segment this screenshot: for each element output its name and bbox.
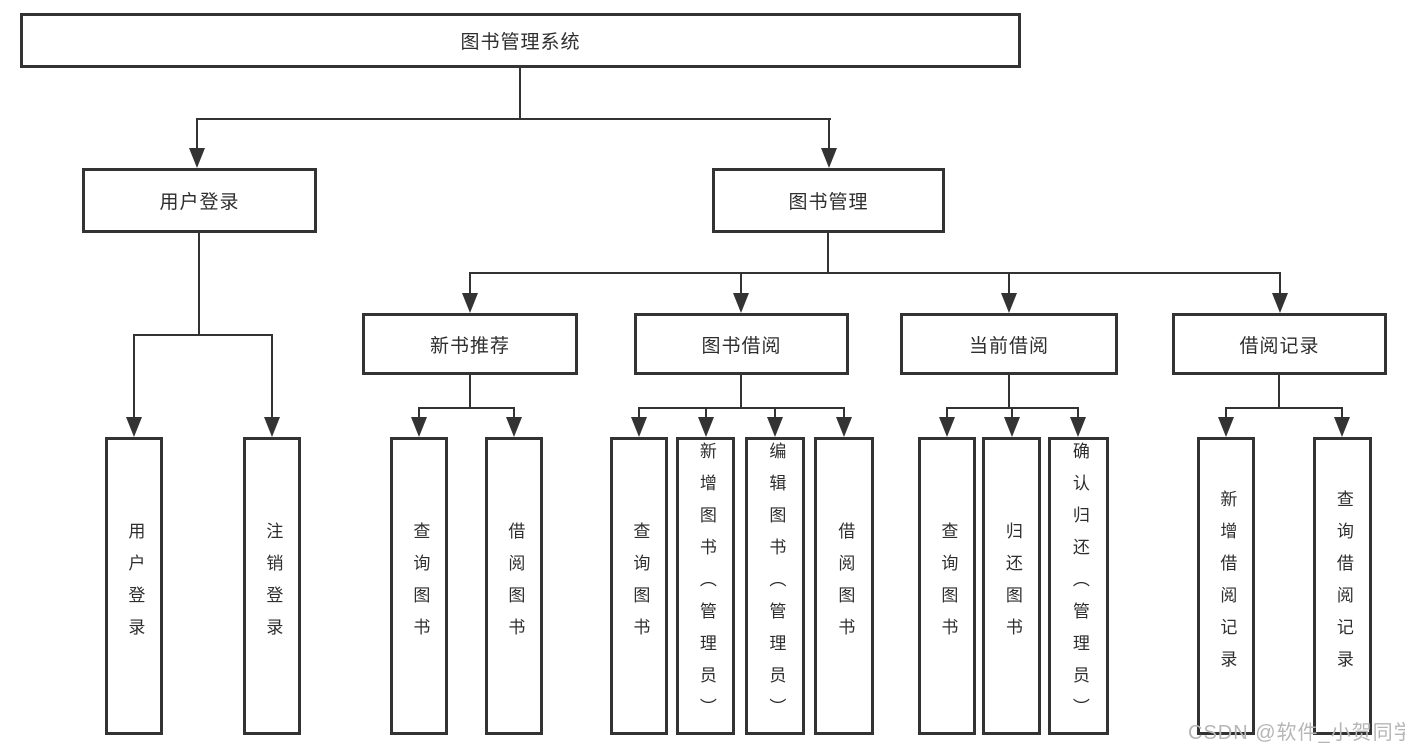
connector-root-stem	[519, 68, 521, 120]
node-leaf-query-books-1: 查询图书	[390, 437, 448, 735]
connector-stem	[638, 407, 640, 419]
node-label: 查询图书	[938, 522, 958, 650]
node-label: 用户登录	[159, 192, 240, 213]
node-label: 借阅图书	[835, 522, 855, 650]
node-label: 新书推荐	[429, 335, 510, 357]
node-label: 查询借阅记录	[1333, 490, 1353, 682]
node-leaf-query-borrow-record: 查询借阅记录	[1313, 437, 1372, 735]
node-label: 用户登录	[125, 522, 145, 650]
node-label: 图书借阅	[701, 335, 782, 357]
node-leaf-query-books-2: 查询图书	[610, 437, 668, 735]
connector-stem	[740, 375, 742, 409]
connector-stem	[1341, 407, 1343, 419]
node-library-management-system: 图书管理系统	[20, 13, 1021, 68]
node-label: 图书管理系统	[460, 32, 581, 53]
node-label: 确认归还（管理员）	[1069, 442, 1089, 730]
node-current-borrow: 当前借阅	[900, 313, 1118, 375]
node-label: 当前借阅	[968, 335, 1049, 357]
node-label: 编辑图书（管理员）	[766, 442, 786, 730]
arrowhead-down-icon	[462, 293, 478, 313]
node-label: 借阅记录	[1239, 335, 1320, 357]
arrowhead-down-icon	[631, 417, 647, 437]
arrowhead-down-icon	[189, 148, 205, 168]
connector-branch	[638, 407, 845, 409]
connector-stem	[469, 272, 471, 295]
connector-stem	[1008, 375, 1010, 409]
connector-stem	[1278, 375, 1280, 409]
node-label: 借阅图书	[505, 522, 525, 650]
node-leaf-confirm-return-admin: 确认归还（管理员）	[1048, 437, 1109, 735]
connector-user-login-branch	[133, 334, 273, 336]
node-label: 新增借阅记录	[1217, 490, 1237, 682]
arrowhead-down-icon	[698, 417, 714, 437]
node-leaf-user-login: 用户登录	[105, 437, 163, 735]
arrowhead-down-icon	[939, 417, 955, 437]
node-leaf-query-books-3: 查询图书	[918, 437, 976, 735]
node-leaf-add-books-admin: 新增图书（管理员）	[676, 437, 735, 735]
connector-stem	[418, 407, 420, 419]
arrowhead-down-icon	[821, 148, 837, 168]
node-leaf-logout: 注销登录	[243, 437, 301, 735]
connector-stem	[1008, 272, 1010, 295]
connector-branch	[1225, 407, 1343, 409]
arrowhead-down-icon	[733, 293, 749, 313]
arrowhead-down-icon	[264, 417, 280, 437]
connector-stem	[740, 272, 742, 295]
connector-stem	[946, 407, 948, 419]
node-label: 查询图书	[410, 522, 430, 650]
connector-stem	[513, 407, 515, 419]
arrowhead-down-icon	[506, 417, 522, 437]
connector-stem	[843, 407, 845, 419]
connector-branch	[418, 407, 515, 409]
connector-user-login-stem	[198, 233, 200, 336]
node-leaf-borrow-books-1: 借阅图书	[485, 437, 543, 735]
connector-stem	[1279, 272, 1281, 295]
connector-stem	[705, 407, 707, 419]
node-leaf-return-books: 归还图书	[982, 437, 1041, 735]
arrowhead-down-icon	[1004, 417, 1020, 437]
node-borrow-records: 借阅记录	[1172, 313, 1387, 375]
node-label: 新增图书（管理员）	[696, 442, 716, 730]
arrowhead-down-icon	[411, 417, 427, 437]
node-leaf-add-borrow-record: 新增借阅记录	[1197, 437, 1255, 735]
connector-book-management-stem	[827, 233, 829, 274]
node-leaf-borrow-books-2: 借阅图书	[814, 437, 874, 735]
node-label: 查询图书	[630, 522, 650, 650]
node-label: 注销登录	[263, 522, 283, 650]
node-new-book-recommend: 新书推荐	[362, 313, 578, 375]
node-label: 图书管理	[788, 192, 869, 213]
arrowhead-down-icon	[1070, 417, 1086, 437]
arrowhead-down-icon	[1218, 417, 1234, 437]
arrowhead-down-icon	[1334, 417, 1350, 437]
connector-stem	[1225, 407, 1227, 419]
arrowhead-down-icon	[1272, 293, 1288, 313]
connector-stem	[1077, 407, 1079, 419]
connector-stem	[828, 118, 830, 150]
connector-stem	[1011, 407, 1013, 419]
connector-stem	[469, 375, 471, 409]
connector-stem	[774, 407, 776, 419]
connector-stem	[196, 118, 198, 150]
connector-level2-branch	[196, 118, 831, 120]
node-book-borrow: 图书借阅	[634, 313, 849, 375]
node-leaf-edit-books-admin: 编辑图书（管理员）	[745, 437, 805, 735]
node-user-login: 用户登录	[82, 168, 317, 233]
arrowhead-down-icon	[767, 417, 783, 437]
arrowhead-down-icon	[1001, 293, 1017, 313]
csdn-watermark: CSDN @软件_小贺同学	[1188, 722, 1405, 744]
arrowhead-down-icon	[836, 417, 852, 437]
connector-level3-branch	[469, 272, 1281, 274]
node-label: 归还图书	[1002, 522, 1022, 650]
connector-stem	[271, 334, 273, 418]
connector-stem	[133, 334, 135, 418]
arrowhead-down-icon	[126, 417, 142, 437]
node-book-management: 图书管理	[712, 168, 945, 233]
